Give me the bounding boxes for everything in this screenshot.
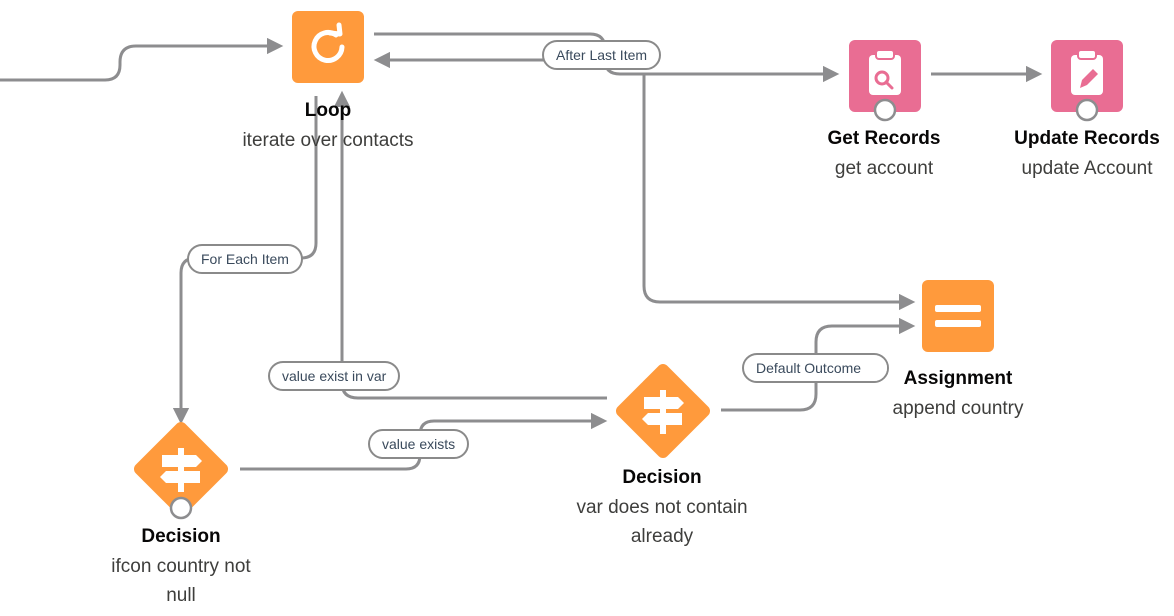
- decision-1-subtitle-line2: null: [166, 585, 196, 606]
- connector-start-to-loop[interactable]: [0, 37, 284, 82]
- decision-1-connector-handle[interactable]: [169, 496, 193, 520]
- loop-subtitle: iterate over contacts: [242, 130, 414, 151]
- update-records-connector-handle[interactable]: [1075, 98, 1099, 122]
- equals-icon: [935, 305, 981, 327]
- refresh-icon: [311, 22, 345, 63]
- update-records-node[interactable]: [1051, 40, 1123, 122]
- assignment-title: Assignment: [903, 368, 1013, 389]
- decision-2-subtitle-line2: already: [630, 526, 694, 547]
- decision-2-title: Decision: [622, 467, 702, 488]
- assignment-node[interactable]: [922, 280, 994, 352]
- connector-label-value-exists[interactable]: value exists: [368, 429, 470, 459]
- get-records-connector-handle[interactable]: [873, 98, 897, 122]
- decision-1-subtitle-line1: ifcon country not: [111, 556, 251, 577]
- decision-1-title: Decision: [141, 526, 221, 547]
- get-records-node[interactable]: [849, 40, 921, 122]
- clipboard-edit-icon: [1071, 49, 1103, 95]
- decision-2-subtitle-line1: var does not contain: [576, 497, 748, 518]
- get-records-subtitle: get account: [834, 158, 934, 179]
- loop-node[interactable]: [292, 11, 364, 83]
- connector-label-value-exist-in-var[interactable]: value exist in var: [268, 361, 401, 391]
- connector-label-for-each-item[interactable]: For Each Item: [187, 244, 303, 274]
- assignment-subtitle: append country: [892, 398, 1024, 419]
- get-records-title: Get Records: [827, 128, 941, 149]
- connector-after-last-item-to-assignment[interactable]: [642, 74, 916, 311]
- update-records-title: Update Records: [1014, 128, 1160, 149]
- decision-node-2[interactable]: [614, 362, 713, 461]
- decision-node-1[interactable]: [132, 420, 231, 520]
- connector-label-after-last-item[interactable]: After Last Item: [542, 40, 662, 70]
- signpost-icon: [642, 390, 684, 434]
- connector-label-default-outcome[interactable]: Default Outcome: [742, 353, 889, 383]
- loop-title: Loop: [304, 100, 352, 121]
- clipboard-search-icon: [869, 49, 901, 95]
- update-records-subtitle: update Account: [1021, 158, 1153, 179]
- signpost-icon: [160, 448, 202, 492]
